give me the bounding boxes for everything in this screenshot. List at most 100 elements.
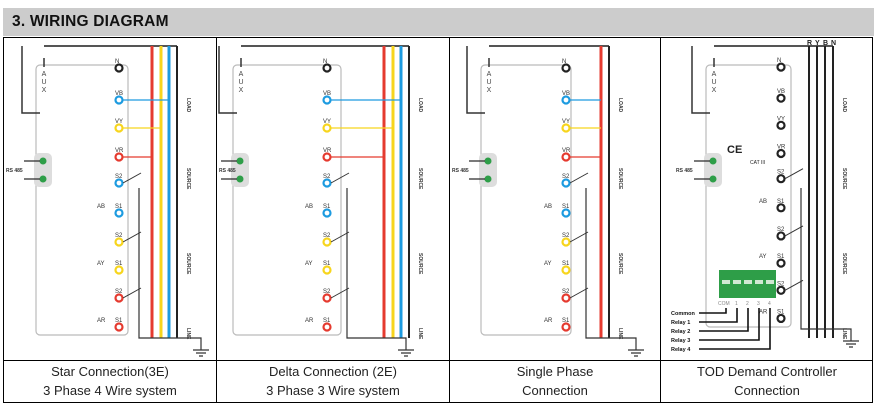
aux-supply-wire: [21, 46, 45, 114]
relay-screw-icon: [755, 280, 763, 284]
rs485-label: RS 485: [6, 168, 23, 174]
ct-wire: [569, 287, 589, 299]
relay-screw-icon: [722, 280, 730, 284]
caption-tod: TOD Demand Controller Connection: [661, 362, 873, 404]
side-label: LOAD: [417, 98, 423, 113]
side-label: SOURCE: [841, 168, 847, 190]
caption-single-phase: Single Phase Connection: [450, 362, 660, 404]
terminal-label: S2: [562, 233, 570, 239]
side-label: SOURCE: [841, 253, 847, 275]
ct-wire: [122, 231, 142, 243]
aux-label: AUX: [238, 71, 245, 95]
terminal-s1-icon: [114, 208, 124, 218]
ct-label: AR: [305, 318, 314, 324]
ct-label: AY: [544, 261, 552, 267]
relay-screw-icon: [744, 280, 752, 284]
meter-body: [35, 64, 129, 336]
side-label: LINE: [841, 328, 847, 340]
caption-line: Delta Connection (2E): [269, 364, 397, 379]
aux-supply-wire: [691, 46, 715, 114]
terminal-label: VB: [115, 91, 123, 97]
terminal-vy-icon: [561, 123, 571, 133]
relay-wire: [699, 308, 749, 332]
terminal-s1-icon: [322, 322, 332, 332]
terminal-vy-icon: [322, 123, 332, 133]
terminal-label: VR: [562, 148, 571, 154]
terminal-s1-icon: [322, 265, 332, 275]
side-label: SOURCE: [185, 168, 191, 190]
caption-line: TOD Demand Controller: [697, 364, 837, 379]
terminal-label: VB: [777, 89, 785, 95]
terminal-label: S1: [323, 261, 331, 267]
terminal-vr-icon: [561, 152, 571, 162]
side-label: SOURCE: [417, 168, 423, 190]
terminal-n-icon: [561, 63, 571, 73]
relay-terminal-label: 2: [746, 301, 749, 307]
terminal-label: S2: [777, 227, 785, 233]
row-divider: [4, 360, 872, 361]
terminal-s2-icon: [776, 285, 786, 295]
ct-label: AR: [97, 318, 106, 324]
terminal-label: VB: [562, 91, 570, 97]
terminal-label: N: [777, 58, 781, 64]
terminal-s2-icon: [322, 237, 332, 247]
caption-line: Single Phase: [516, 364, 594, 379]
ct-label: AY: [97, 261, 105, 267]
relay-screw-icon: [766, 280, 774, 284]
ground-icon: [585, 188, 644, 357]
terminal-label: S2: [115, 289, 123, 295]
ground-icon: [138, 188, 209, 357]
rs485-terminal-icon: [236, 157, 244, 165]
relay-terminal-label: COM: [718, 301, 730, 307]
side-label: LINE: [417, 328, 423, 340]
meter-body: [232, 64, 342, 336]
terminal-label: S1: [323, 204, 331, 210]
terminal-label: S1: [115, 318, 123, 324]
terminal-vb-icon: [114, 95, 124, 105]
terminal-n-icon: [322, 63, 332, 73]
terminal-s1-icon: [561, 208, 571, 218]
ct-label: AR: [759, 309, 768, 315]
relay-terminal-label: 1: [735, 301, 738, 307]
aux-label: AUX: [41, 71, 48, 95]
terminal-vy-icon: [776, 120, 786, 130]
side-label: SOURCE: [617, 168, 623, 190]
terminal-label: S2: [323, 289, 331, 295]
terminal-n-icon: [776, 62, 786, 72]
terminal-label: S2: [777, 281, 785, 287]
phase-label: R: [807, 40, 812, 47]
side-label: SOURCE: [617, 253, 623, 275]
ct-wire: [330, 287, 350, 299]
terminal-vr-icon: [776, 148, 786, 159]
aux-label: AUX: [711, 71, 718, 95]
terminal-label: VY: [777, 116, 785, 122]
terminal-label: S2: [562, 174, 570, 180]
terminal-s1-icon: [114, 265, 124, 275]
terminal-label: N: [115, 59, 119, 65]
terminal-label: S2: [115, 233, 123, 239]
relay-wire-label: Relay 4: [671, 347, 691, 353]
phase-label: B: [823, 40, 828, 47]
ct-wire: [330, 231, 350, 243]
rs485-terminal-icon: [39, 157, 47, 165]
caption-delta: Delta Connection (2E) 3 Phase 3 Wire sys…: [217, 362, 449, 404]
terminal-s2-icon: [776, 231, 786, 241]
ct-label: AR: [544, 318, 553, 324]
relay-terminal-label: 3: [757, 301, 760, 307]
column-divider: [216, 38, 217, 402]
relay-screw-icon: [733, 280, 741, 284]
terminal-label: N: [323, 59, 327, 65]
ct-wire: [784, 168, 804, 180]
terminal-vr-icon: [114, 152, 124, 162]
terminal-label: S1: [777, 309, 785, 315]
relay-wire: [699, 308, 727, 314]
ct-wire: [569, 231, 589, 243]
caption-line: 3 Phase 3 Wire system: [266, 383, 400, 398]
rs485-label: RS 485: [676, 168, 693, 174]
terminal-s2-icon: [114, 293, 124, 303]
ct-wire: [784, 225, 804, 237]
section-title: 3. WIRING DIAGRAM: [12, 13, 169, 30]
terminal-vb-icon: [776, 93, 786, 103]
